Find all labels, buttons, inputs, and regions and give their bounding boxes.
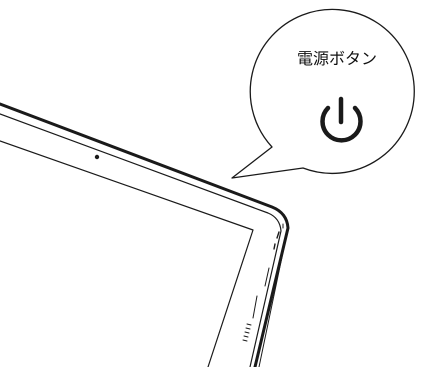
power-icon (320, 96, 363, 143)
tablet-screen (0, 140, 254, 368)
callout-bubble (231, 8, 415, 179)
side-slot (252, 295, 258, 319)
tablet-bezel-inner (0, 113, 282, 368)
camera-dot (94, 154, 100, 160)
tablet-outer-edge (0, 102, 290, 369)
side-port (264, 267, 270, 287)
power-button-label: 電源ボタン (296, 49, 377, 68)
tablet-side-edge-1 (258, 227, 289, 368)
tablet-body (0, 102, 290, 369)
callout-bubble-shape (231, 8, 415, 179)
side-button-2 (273, 243, 276, 250)
side-button-1 (276, 231, 280, 239)
side-vent (242, 323, 252, 342)
